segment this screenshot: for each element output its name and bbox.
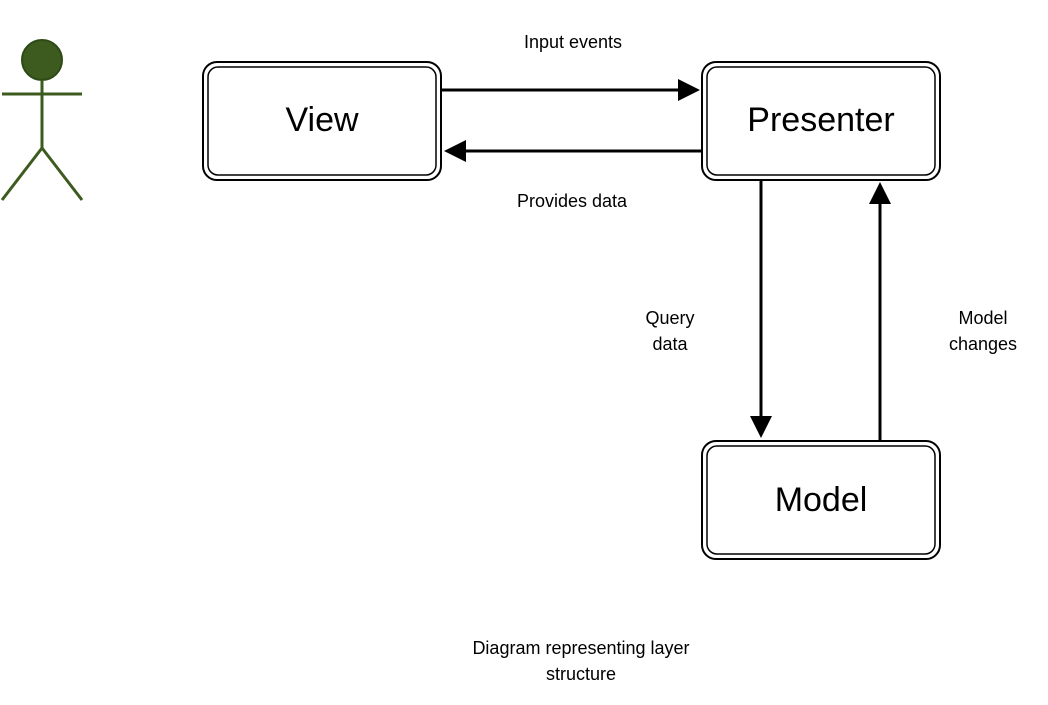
model-changes-arrowhead — [869, 182, 891, 204]
presenter-node[interactable]: Presenter — [701, 61, 941, 181]
presenter-box-outer — [701, 61, 941, 181]
model-label: Model — [775, 481, 868, 519]
model-changes-label-line1: Model — [958, 308, 1007, 328]
input-events-arrowhead — [678, 79, 700, 101]
model-node[interactable]: Model — [701, 440, 941, 560]
model-box-outer — [701, 440, 941, 560]
user-actor-icon — [0, 39, 84, 201]
view-node[interactable]: View — [202, 61, 442, 181]
view-box-outer — [202, 61, 442, 181]
view-box-inner — [207, 66, 437, 176]
query-data-label-line2: data — [652, 334, 688, 354]
actor-head — [21, 39, 63, 81]
provides-data-label: Provides data — [517, 191, 628, 211]
model-changes-label-line2: changes — [949, 334, 1017, 354]
provides-data-arrowhead — [444, 140, 466, 162]
caption-line1: Diagram representing layer — [472, 638, 689, 658]
query-data-arrow — [750, 180, 772, 438]
model-changes-arrow — [869, 182, 891, 441]
view-label: View — [285, 101, 359, 139]
actor-right-leg — [40, 147, 84, 201]
query-data-label-line1: Query — [645, 308, 694, 328]
query-data-arrowhead — [750, 416, 772, 438]
input-events-label: Input events — [524, 32, 622, 52]
input-events-arrow — [441, 79, 700, 101]
provides-data-arrow — [444, 140, 702, 162]
model-box-inner — [706, 445, 936, 555]
actor-left-leg — [0, 147, 44, 201]
caption-line2: structure — [546, 664, 616, 684]
presenter-label: Presenter — [747, 101, 894, 139]
presenter-box-inner — [706, 66, 936, 176]
